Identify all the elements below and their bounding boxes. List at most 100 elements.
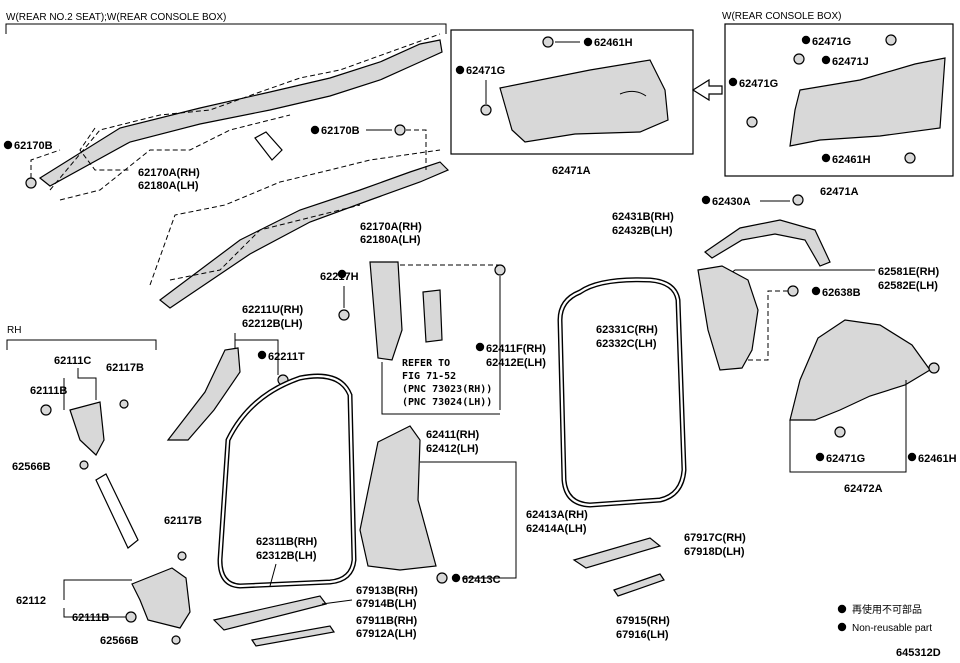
seal-62331c — [557, 277, 687, 508]
clip-62471g-c-part — [834, 426, 846, 438]
clip-62411f — [494, 264, 506, 276]
non-reusable-marker-icon — [821, 55, 831, 65]
label-62211t: 62211T — [268, 351, 305, 363]
non-reusable-marker-icon — [337, 269, 347, 279]
label-62170b-mid: 62170B — [321, 125, 360, 137]
label-62461h-b: 62461H — [832, 154, 871, 166]
bracket-62112 — [131, 567, 191, 629]
clip-62430a — [792, 194, 804, 206]
leader-line — [789, 380, 907, 473]
label-67918d: 67918D(LH) — [684, 546, 745, 558]
leader-line — [269, 563, 277, 587]
leader-line — [63, 579, 132, 618]
non-reusable-marker-icon — [815, 452, 825, 462]
roof-rail-upper — [38, 33, 443, 201]
label-62211u: 62211U(RH) — [242, 304, 303, 316]
clip-62566b-b — [171, 635, 181, 645]
non-reusable-marker-icon — [837, 622, 847, 632]
non-reusable-marker-icon — [3, 140, 13, 150]
label-62412e: 62412E(LH) — [486, 357, 546, 369]
header-top-right: W(REAR CONSOLE BOX) — [722, 11, 841, 22]
non-reusable-marker-icon — [837, 604, 847, 614]
leader-dash — [400, 264, 501, 275]
label-62180a-2: 62180A(LH) — [360, 234, 421, 246]
clip-62111b-b — [125, 611, 137, 623]
label-62180a-1: 62180A(LH) — [138, 180, 199, 192]
non-reusable-marker-icon — [455, 65, 465, 75]
clip-62471g-b2 — [746, 116, 758, 128]
label-62170a-1: 62170A(RH) — [138, 167, 200, 179]
clip-62413c — [436, 572, 448, 584]
label-67916: 67916(LH) — [616, 629, 669, 641]
non-reusable-marker-icon — [310, 125, 320, 135]
trim-62471a-right-part — [789, 57, 946, 147]
arrow-down-icon — [95, 473, 139, 549]
label-67915: 67915(RH) — [616, 615, 670, 627]
non-reusable-marker-icon — [475, 342, 485, 352]
ref-line-1: REFER TO — [402, 358, 450, 369]
bracket-62111c — [69, 401, 105, 456]
label-62117b-a: 62117B — [106, 362, 144, 374]
clip-62170b-mid — [394, 124, 406, 136]
label-62471g-b1: 62471G — [812, 36, 851, 48]
clip-62461h-a — [542, 36, 554, 48]
label-62413a: 62413A(RH) — [526, 509, 588, 521]
label-62217h: 62217H — [320, 271, 359, 283]
label-67913b: 67913B(RH) — [356, 585, 418, 597]
clip-62217h — [338, 309, 350, 321]
label-67917c: 67917C(RH) — [684, 532, 746, 544]
label-62471j: 62471J — [832, 56, 869, 68]
leader-line — [63, 368, 97, 410]
header-rh: RH — [7, 325, 21, 336]
leader-dash — [30, 149, 61, 178]
label-62471a-b: 62471A — [820, 186, 859, 198]
clip-62117b-a — [119, 399, 129, 409]
arrow-down-right-icon — [254, 131, 283, 161]
non-reusable-marker-icon — [907, 452, 917, 462]
trim-62472a — [789, 319, 931, 421]
label-62212b: 62212B(LH) — [242, 318, 303, 330]
pillar-trim-62411 — [369, 261, 403, 361]
clip-62566b-a — [79, 460, 89, 470]
label-62111b-b: 62111B — [72, 612, 109, 624]
label-62581e: 62581E(RH) — [878, 266, 939, 278]
leader-line — [234, 333, 279, 375]
ref-line-3: (PNC 73023(RH)) — [402, 384, 492, 395]
pillar-trim-62211u — [166, 347, 241, 441]
clip-62461h-b — [904, 152, 916, 164]
trim-62581e — [697, 265, 759, 371]
label-62471g-c: 62471G — [826, 453, 865, 465]
label-67911b: 67911B(RH) — [356, 615, 417, 627]
label-62430a: 62430A — [712, 196, 751, 208]
non-reusable-marker-icon — [811, 286, 821, 296]
label-62170b-left: 62170B — [14, 140, 53, 152]
ref-line-4: (PNC 73024(LH)) — [402, 397, 492, 408]
label-62311b: 62311B(RH) — [256, 536, 317, 548]
ref-line-2: FIG 71-52 — [402, 371, 456, 382]
label-62413c: 62413C — [462, 574, 501, 586]
non-reusable-marker-icon — [728, 77, 738, 87]
leader-dash — [748, 290, 788, 361]
pillar-trim-62413a — [359, 425, 437, 571]
label-62117b-b: 62117B — [164, 515, 202, 527]
header-top-left: W(REAR NO.2 SEAT);W(REAR CONSOLE BOX) — [6, 12, 226, 23]
hollow-arrow-icon — [691, 78, 723, 102]
label-62566b-a: 62566B — [12, 461, 51, 473]
scuff-plate-67913b — [212, 595, 328, 631]
leader-line — [420, 461, 517, 579]
label-67912a: 67912A(LH) — [356, 628, 417, 640]
label-62472a: 62472A — [844, 483, 883, 495]
seal-62311b — [217, 373, 357, 589]
clip-62471g-a — [480, 104, 492, 116]
label-62112: 62112 — [16, 595, 46, 607]
clip-62461h-c-part — [928, 362, 940, 374]
diagram-code: 645312D — [896, 647, 941, 659]
label-62312b: 62312B(LH) — [256, 550, 317, 562]
bracket-62431b — [704, 219, 831, 267]
label-62412: 62412(LH) — [426, 443, 479, 455]
leader-line — [381, 362, 500, 415]
box-62471a-right — [724, 23, 954, 177]
scuff-plate-67911b — [250, 625, 336, 647]
label-62331c: 62331C(RH) — [596, 324, 658, 336]
